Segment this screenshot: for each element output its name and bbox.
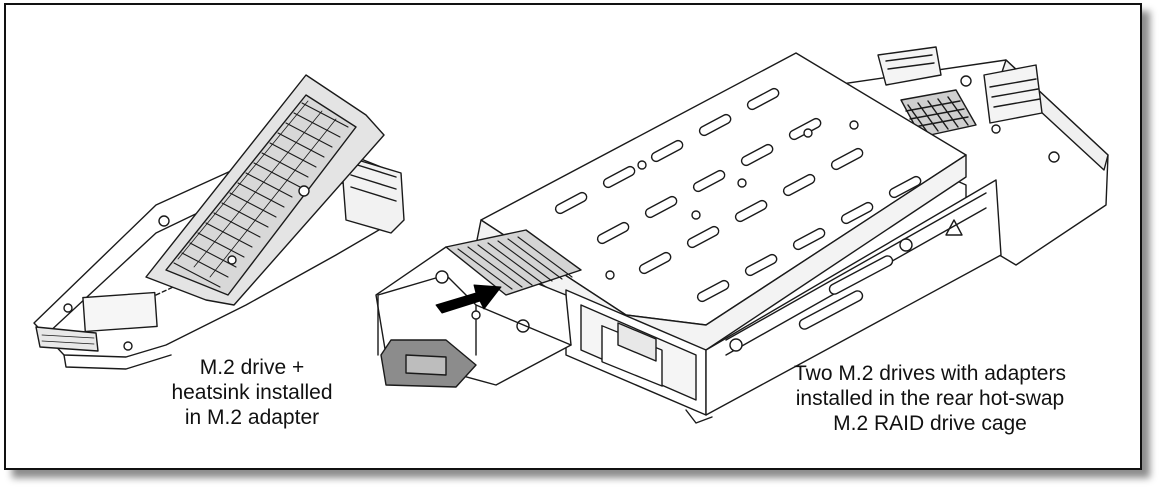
- m2-raid-drive-cage-illustration: [375, 46, 1109, 424]
- right-caption-line-2: installed in the rear hot-swap: [795, 387, 1065, 410]
- m2-adapter-illustration: [33, 74, 405, 370]
- heatsink: [145, 74, 385, 306]
- left-caption: M.2 drive + heatsink installed in M.2 ad…: [142, 355, 362, 430]
- cage-vent-slots: [554, 87, 922, 303]
- m2-slot: [82, 291, 158, 333]
- left-caption-line-2: heatsink installed: [171, 381, 333, 404]
- arrow-right-icon: [435, 284, 502, 314]
- edge-connector: [35, 326, 99, 352]
- left-caption-line-1: M.2 drive +: [199, 356, 305, 379]
- inserted-drive-adapter: [375, 229, 582, 388]
- line-drawing: [33, 46, 1109, 424]
- right-caption-line-1: Two M.2 drives with adapters: [794, 362, 1066, 385]
- right-caption: Two M.2 drives with adapters installed i…: [750, 361, 1110, 436]
- right-caption-line-3: M.2 RAID drive cage: [833, 412, 1027, 435]
- figure-frame: M.2 drive + heatsink installed in M.2 ad…: [4, 3, 1142, 470]
- left-caption-line-3: in M.2 adapter: [184, 406, 320, 429]
